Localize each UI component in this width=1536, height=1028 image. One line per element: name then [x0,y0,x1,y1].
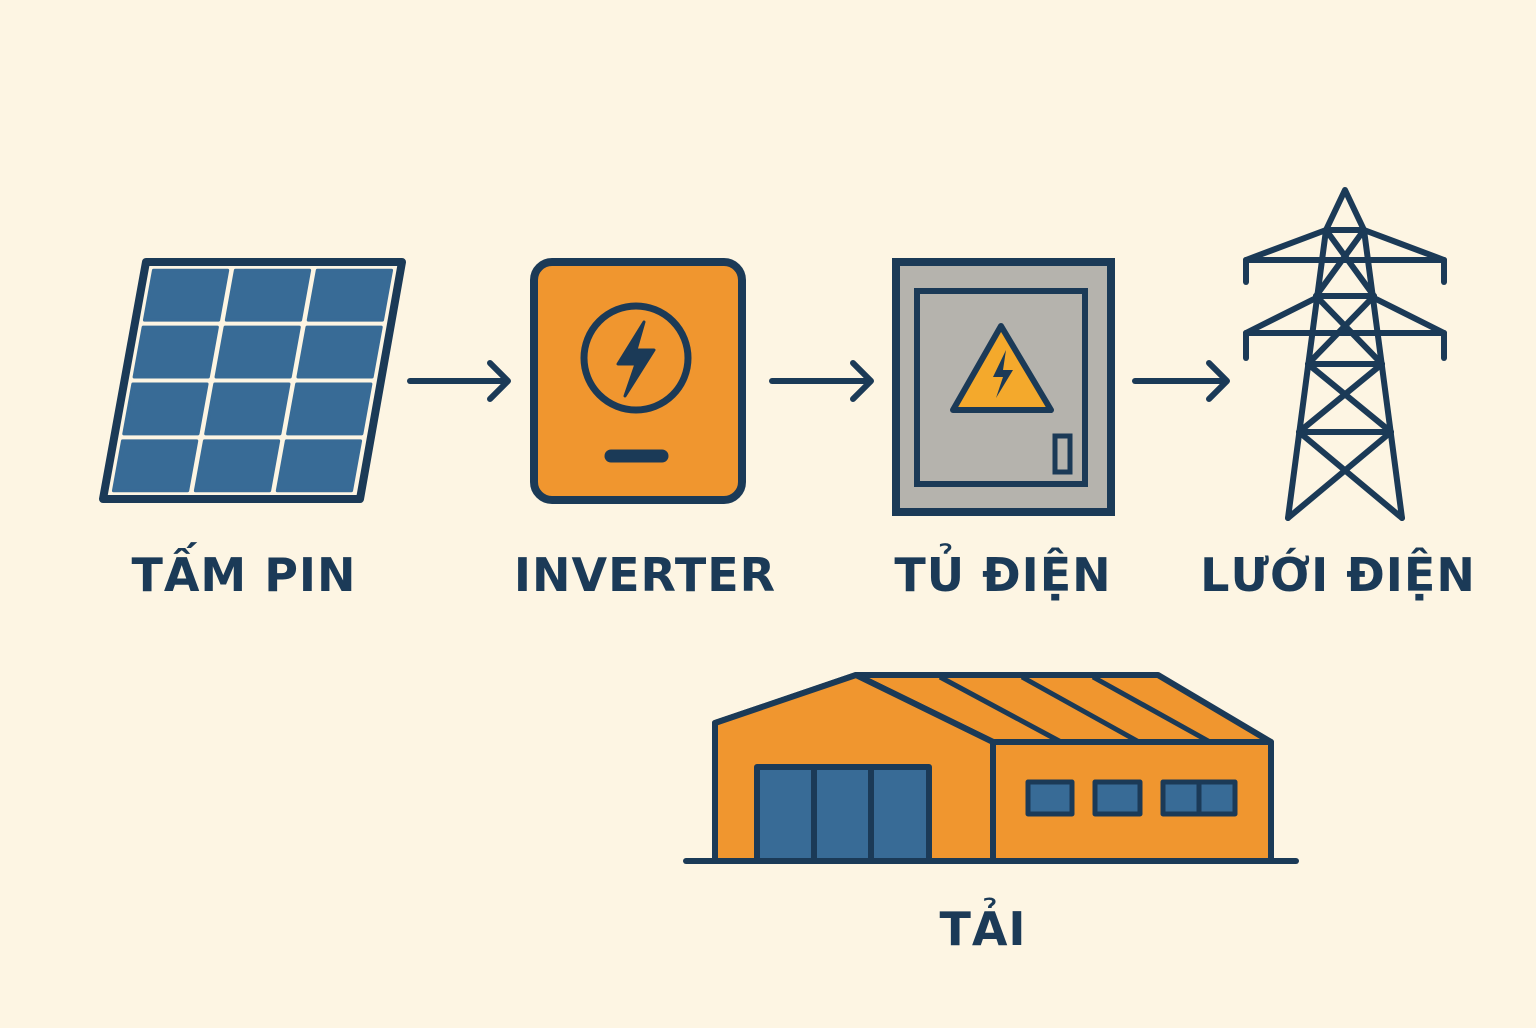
solar-cell [224,268,312,322]
solar-cell [296,325,383,379]
node-label-distribution-cabinet: TỦ ĐIỆN [894,548,1112,602]
node-label-load: TẢI [939,902,1027,956]
node-label-power-grid: LƯỚI ĐIỆN [1200,548,1476,602]
node-label-solar-panel: TẤM PIN [131,548,357,602]
factory-building-icon [683,672,1299,864]
solar-cell [111,439,199,493]
solar-cell [122,382,209,436]
solar-cell [306,268,394,322]
lightning-bolt-icon [993,350,1013,398]
arrow-cabinet-to-grid [1132,360,1230,402]
solar-cell [214,325,301,379]
solar-cell [132,325,219,379]
electrical-cabinet-icon [892,258,1115,516]
inverter-icon [530,258,746,504]
node-label-inverter: INVERTER [513,548,777,602]
solar-cell [193,439,281,493]
transmission-tower-icon [1243,187,1447,521]
solar-cell [204,382,291,436]
solar-cell [286,382,373,436]
solar-panel-icon [99,258,406,503]
arrow-solar-to-inverter [407,360,511,402]
arrow-inverter-to-cabinet [769,360,874,402]
solar-cell [142,268,230,322]
lightning-bolt-icon [616,320,656,398]
solar-cell [275,439,363,493]
